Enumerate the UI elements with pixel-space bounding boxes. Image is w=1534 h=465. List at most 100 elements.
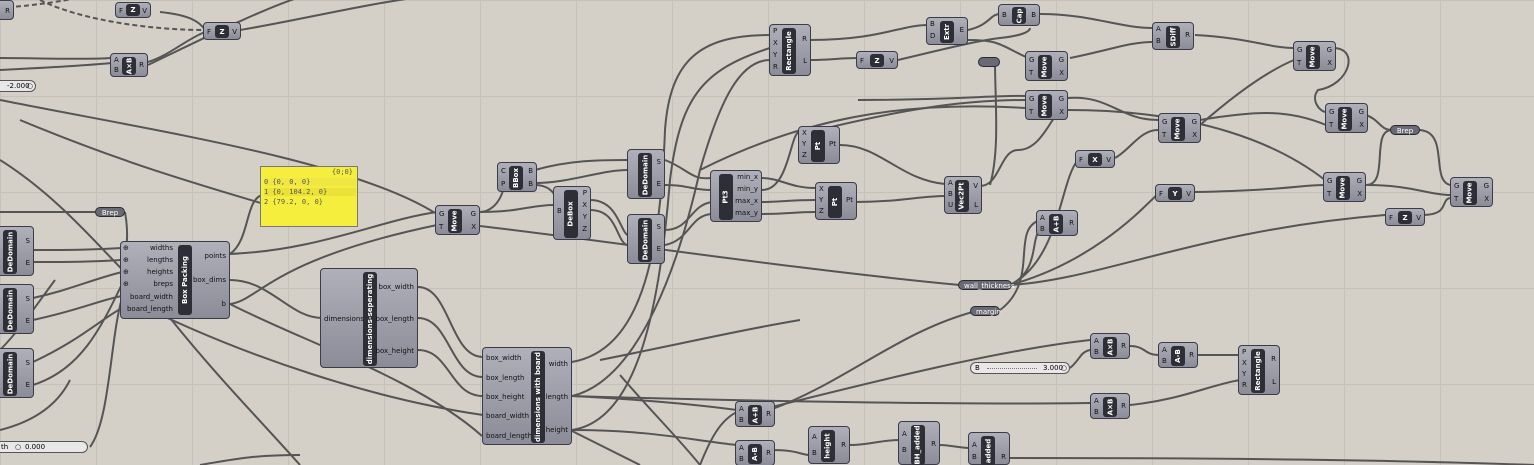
pin-e[interactable]: E — [25, 259, 30, 267]
pin-r[interactable]: R — [1189, 351, 1194, 359]
pin-e[interactable]: E — [25, 317, 30, 325]
output-box-height[interactable]: box_height — [375, 347, 414, 355]
pin-p[interactable]: P — [582, 189, 587, 197]
graft-icon[interactable]: ⊕ — [123, 256, 129, 264]
pin-g[interactable]: G — [470, 210, 476, 218]
component-z-right[interactable]: F Z V — [1385, 208, 1425, 226]
pin-a[interactable]: A — [114, 56, 119, 64]
pin-r[interactable]: R — [766, 449, 771, 457]
pin-e[interactable]: E — [656, 180, 661, 188]
pin-x[interactable]: X — [802, 129, 807, 137]
pin-t[interactable]: T — [1329, 121, 1334, 129]
pin-z[interactable]: Z — [582, 225, 587, 233]
rectangle-component-top[interactable]: P X Y R Rectangle R L — [769, 24, 811, 76]
move-component-2[interactable]: G T Move G X — [1025, 51, 1068, 81]
pin-s[interactable]: S — [656, 223, 661, 231]
sdiff-component[interactable]: A B SDiff R — [1152, 22, 1194, 50]
pin-g[interactable]: G — [1058, 95, 1064, 103]
pin-l[interactable]: L — [1272, 378, 1276, 386]
input-box-height[interactable]: box_height — [486, 393, 525, 401]
pin-g[interactable]: G — [1356, 177, 1362, 185]
component-z-3[interactable]: F Z V — [856, 51, 898, 69]
pin-y[interactable]: Y — [582, 213, 587, 221]
pin-x[interactable]: X — [1357, 190, 1362, 198]
pin-y[interactable]: Y — [802, 140, 807, 148]
pin-b[interactable]: B — [1094, 348, 1099, 356]
dedomain-mid-2[interactable]: DeDomain S E — [627, 214, 665, 264]
extr-component[interactable]: B D Extr E — [926, 17, 968, 45]
bh-added-component[interactable]: A B BH_added R — [898, 421, 940, 465]
pin-a[interactable]: A — [948, 179, 953, 187]
pin-x[interactable]: X — [819, 185, 824, 193]
pin-r[interactable]: R — [766, 410, 771, 418]
pin-pt[interactable]: Pt — [829, 140, 836, 148]
pin-r[interactable]: R — [1185, 31, 1190, 39]
pin-r[interactable]: R — [931, 440, 936, 448]
pin-s[interactable]: S — [25, 295, 30, 303]
pin-v[interactable]: V — [142, 7, 147, 15]
pin-e[interactable]: E — [656, 245, 661, 253]
component-axb-1[interactable]: A B A×B R — [1090, 333, 1130, 359]
move-component-8[interactable]: G T Move G X — [1450, 177, 1493, 207]
bbox-component[interactable]: C P BBox B B — [497, 162, 537, 192]
output-height[interactable]: height — [545, 426, 568, 434]
pin-l[interactable]: L — [803, 57, 807, 65]
pin-y[interactable]: Y — [1242, 370, 1247, 378]
pin-g[interactable]: G — [439, 210, 445, 218]
slider-s1[interactable]: -2.000 ○ — [0, 80, 36, 92]
output-width[interactable]: width — [548, 360, 568, 368]
pin-d[interactable]: D — [930, 32, 936, 40]
output-b[interactable]: b — [221, 300, 226, 308]
pin-a[interactable]: A — [972, 441, 977, 449]
pin-v[interactable]: V — [973, 182, 978, 190]
pin-s[interactable]: S — [25, 359, 30, 367]
pin-f[interactable]: F — [1389, 214, 1394, 222]
pin-a[interactable]: A — [739, 405, 744, 413]
yellow-panel[interactable]: {0;0} 0 {0, 0, 0} 1 {0, 104.2, 0} 2 {79.… — [260, 166, 358, 227]
output-max-y[interactable]: max_y — [735, 209, 758, 217]
move-component-1[interactable]: G T Move G X — [435, 205, 480, 235]
pin-b[interactable]: B — [1002, 11, 1007, 19]
pin-y[interactable]: Y — [819, 196, 824, 204]
pin-b[interactable]: B — [1040, 225, 1045, 233]
pin-t[interactable]: T — [439, 223, 444, 231]
pin-x[interactable]: X — [582, 201, 587, 209]
pin-g[interactable]: G — [1358, 108, 1364, 116]
pin-r[interactable]: R — [1121, 342, 1126, 350]
component-partial-left-top[interactable]: R — [0, 0, 14, 20]
pin-r[interactable]: R — [1001, 453, 1006, 461]
component-z-topleft[interactable]: F Z V — [115, 2, 151, 18]
pin-g[interactable]: G — [1191, 118, 1197, 126]
pin-x[interactable]: X — [1327, 59, 1332, 67]
input-dimensions[interactable]: dimensions — [324, 315, 364, 323]
pin-p[interactable]: P — [501, 180, 506, 188]
pin-t[interactable]: T — [1297, 59, 1302, 67]
brep-param-left[interactable]: Brep — [95, 207, 125, 217]
pin-t[interactable]: T — [1029, 69, 1034, 77]
vec2pt-component[interactable]: A B U Vec2Pt V L — [944, 176, 982, 214]
input-lengths[interactable]: lengths — [147, 256, 173, 264]
rectangle-component-bottom[interactable]: P X Y R Rectangle R L — [1238, 345, 1280, 395]
pin-f[interactable]: F — [207, 28, 212, 36]
pin-b[interactable]: B — [1031, 11, 1036, 19]
move-component-4[interactable]: G T Move G X — [1158, 113, 1201, 143]
output-box-length[interactable]: box_length — [375, 315, 414, 323]
output-box-dims[interactable]: box_dims — [192, 276, 226, 284]
dedomain-left-1[interactable]: DeDomain S E — [0, 226, 34, 276]
pin-v[interactable]: V — [232, 28, 237, 36]
pin-u[interactable]: U — [948, 201, 954, 209]
pin-x[interactable]: X — [1059, 108, 1064, 116]
pin-a[interactable]: A — [1162, 346, 1167, 354]
pin-f[interactable]: F — [119, 7, 124, 15]
added-component[interactable]: A B added R — [968, 432, 1010, 465]
pin-b[interactable]: B — [972, 453, 977, 461]
pin-t[interactable]: T — [1029, 108, 1034, 116]
pin-v[interactable]: V — [1186, 190, 1191, 198]
pin-v[interactable]: V — [889, 57, 894, 65]
pin-g[interactable]: G — [1326, 46, 1332, 54]
pt-component-1[interactable]: X Y Z Pt Pt — [798, 126, 840, 164]
pin-x[interactable]: X — [1192, 131, 1197, 139]
pin-a[interactable]: A — [739, 444, 744, 452]
input-board-length[interactable]: board_length — [486, 432, 533, 440]
